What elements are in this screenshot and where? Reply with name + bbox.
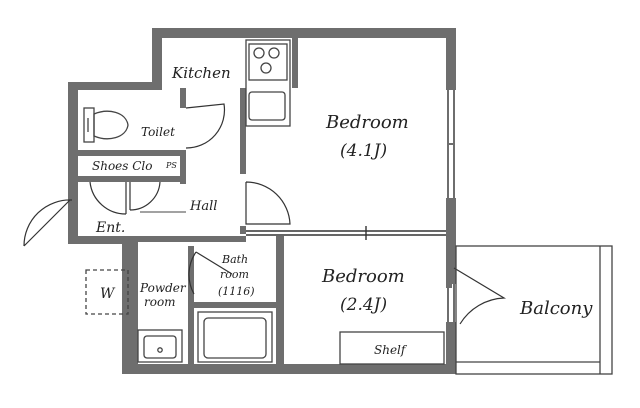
basin [137,329,183,363]
washer-space [85,269,129,315]
interior-walls [76,36,452,368]
powder-room-label-line2: room [144,295,176,309]
window-right [447,90,455,198]
sliding-partition [246,226,446,240]
bathroom-door [188,251,233,295]
ps-label: PS [165,161,177,170]
bedroom-door [245,181,291,225]
bedroom-large-size: (4.1J) [340,141,387,161]
shelf-label: Shelf [374,343,408,357]
bedroom-small-size: (2.4J) [340,295,387,315]
balcony-label: Balcony [519,298,593,319]
kitchen-label: Kitchen [171,64,231,82]
shelf-unit [339,331,445,365]
balcony-rail [455,245,613,375]
bedroom-large-label: Bedroom [325,112,409,133]
toilet-fixture [83,107,129,143]
doors [23,103,507,325]
hall-label: Hall [189,199,217,214]
washer-label: W [100,286,116,302]
exterior-walls [68,28,456,374]
bedroom-small-label: Bedroom [321,266,405,287]
shoe-closet-door-right [129,181,161,211]
bathtub [197,311,273,363]
window-balcony-door [447,284,455,322]
entrance-label: Ent. [95,220,125,236]
toilet-label: Toilet [141,125,175,139]
shoes-closet-label: Shoes Clo [92,159,153,173]
balcony-door [453,267,507,325]
shoe-closet-door-left [89,181,127,215]
bathroom-label-line2: room [220,268,249,281]
bathroom-size-label: (1116) [218,285,255,298]
kitchen-counter [245,39,291,127]
toilet-door [185,103,226,149]
powder-room-label-line1: Powder [139,281,187,295]
entrance-door [23,199,73,247]
bathroom-label-line1: Bath [221,253,248,266]
